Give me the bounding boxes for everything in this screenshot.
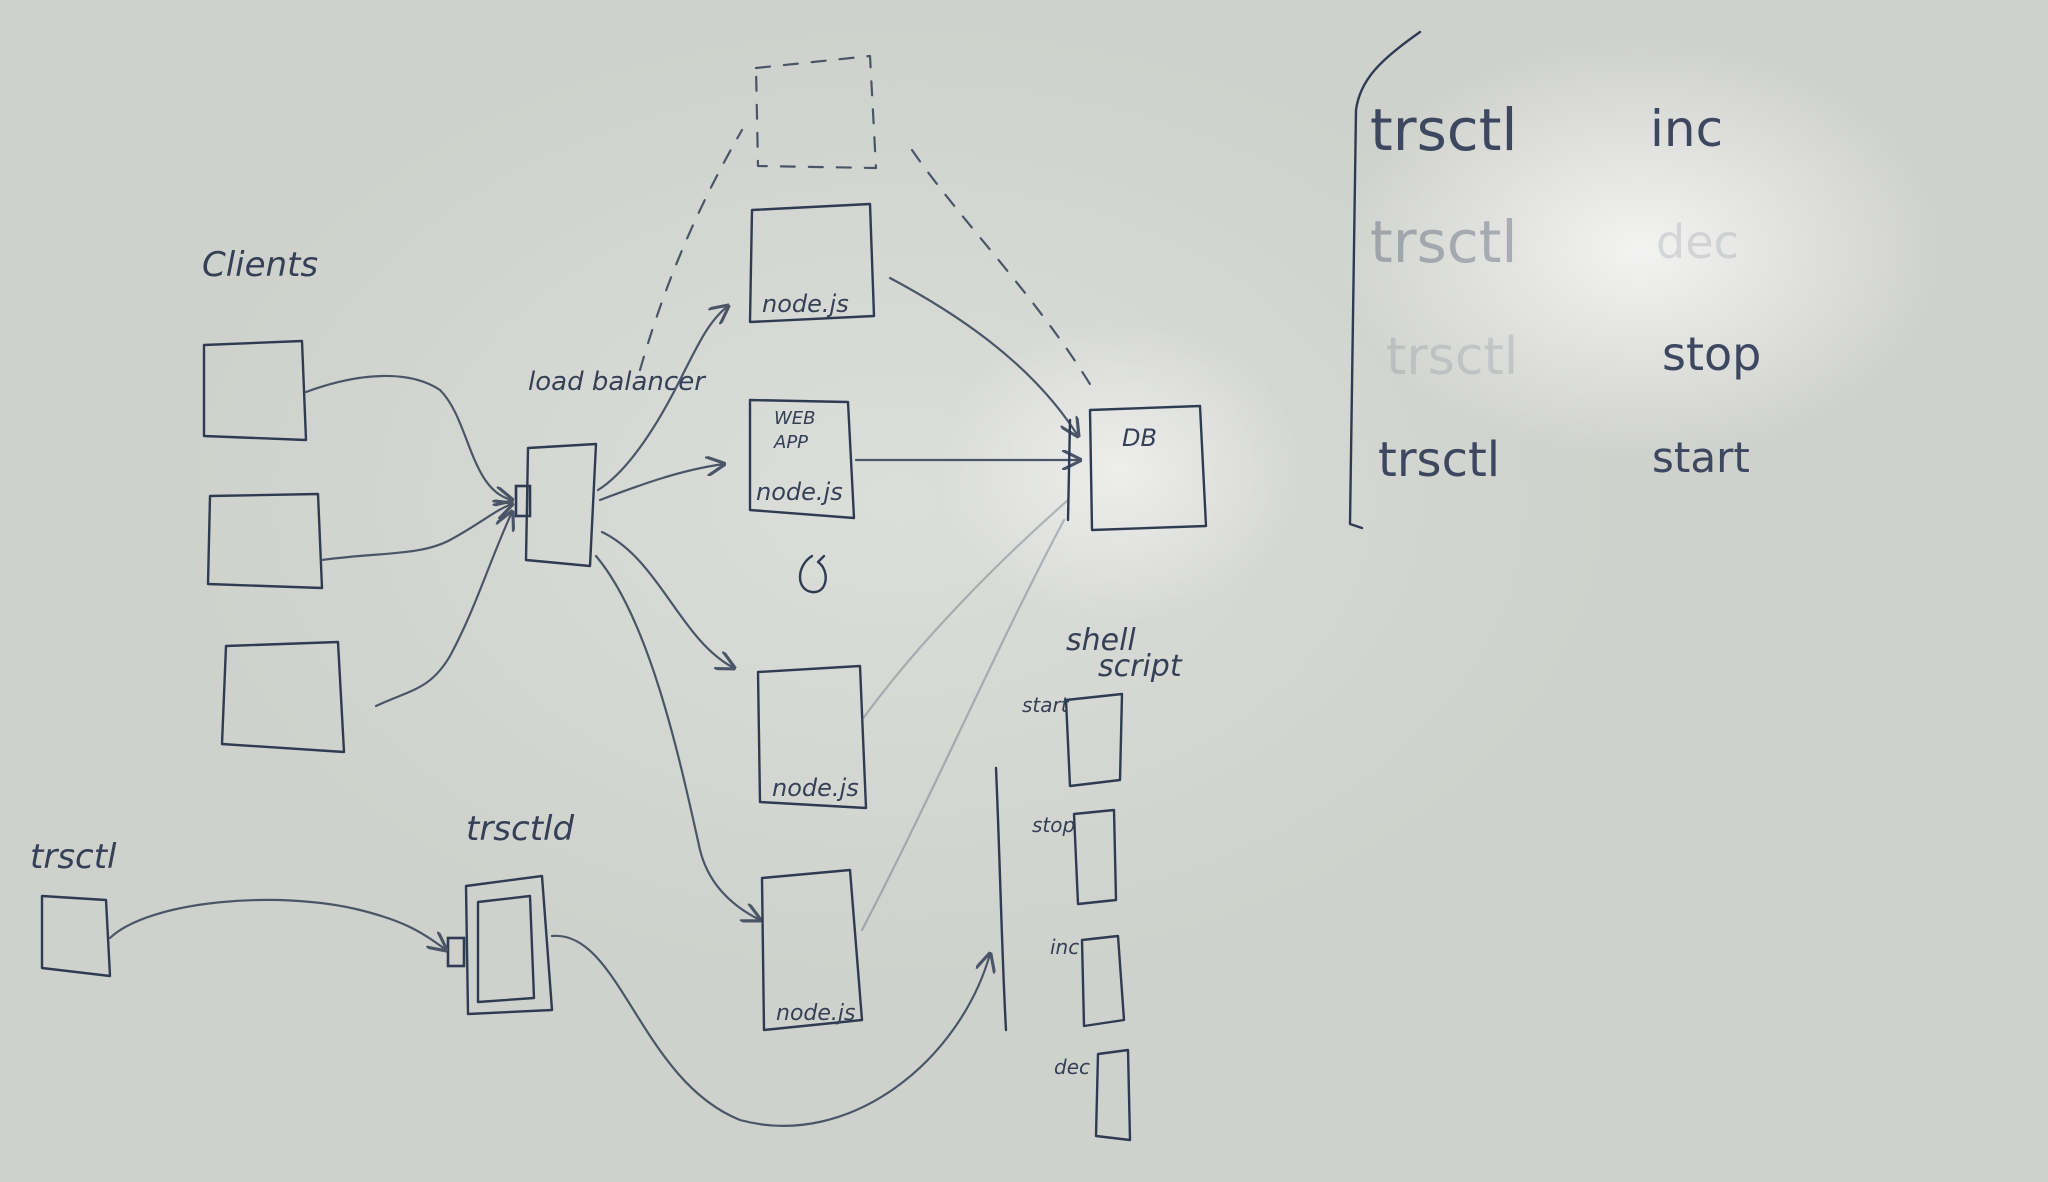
client-1-connection (304, 374, 512, 500)
trsctld-inner-box (476, 894, 536, 1004)
node-top-label: node.js (762, 290, 849, 318)
script-start-label: start (1022, 693, 1070, 717)
cmd-4-arg: start (1652, 433, 1750, 482)
load-balancer-box (524, 442, 598, 568)
node-lower-to-db (860, 498, 1070, 722)
db-port-line (1066, 418, 1072, 522)
node-bottom-box (760, 868, 864, 1032)
cmd-1-name: trsctl (1370, 96, 1518, 164)
trsctl-label: trsctl (30, 837, 117, 877)
webapp-label-line2: APP (773, 432, 808, 453)
clients-label: Clients (202, 245, 318, 285)
lb-to-webapp (598, 464, 724, 502)
script-inc-box (1080, 934, 1126, 1028)
scale-out-dashed-link-left (638, 128, 744, 372)
db-box (1088, 404, 1208, 532)
lb-to-node-lower (600, 530, 734, 668)
node-bottom-label: node.js (776, 1001, 855, 1026)
cmd-2-arg: dec (1656, 215, 1739, 269)
script-stop-label: stop (1032, 813, 1075, 837)
lb-to-node-top (596, 306, 728, 492)
webapp-box (748, 398, 856, 520)
cmd-1-arg: inc (1650, 100, 1723, 158)
load-balancer-label: load balancer (528, 367, 707, 397)
client-box-3 (220, 640, 346, 754)
commands-bracket (1348, 30, 1422, 530)
cmd-3-name: trsctl (1386, 327, 1518, 387)
client-box-2 (206, 492, 324, 590)
webapp-node-label: node.js (756, 478, 843, 506)
node-top-to-db (888, 276, 1078, 436)
scale-out-placeholder-box (754, 54, 878, 170)
load-balancer-port (514, 484, 532, 518)
shell-script-label-line2: script (1098, 649, 1183, 684)
client-3-connection (374, 512, 512, 708)
script-dec-box (1094, 1048, 1132, 1142)
node-lower-box (756, 664, 868, 810)
trsctld-outer-box (464, 874, 554, 1016)
script-inc-label: inc (1050, 935, 1079, 959)
db-label: DB (1122, 424, 1157, 452)
webapp-label-line1: WEB (774, 408, 816, 429)
node-top-box (748, 202, 876, 324)
client-box-1 (202, 339, 308, 442)
trsctl-box (40, 894, 112, 978)
node-bottom-to-db (860, 518, 1066, 932)
scripts-bracket (994, 766, 1008, 1032)
client-2-connection (320, 504, 512, 562)
node-lower-label: node.js (772, 774, 859, 802)
cmd-4-name: trsctl (1378, 432, 1500, 488)
scale-out-dashed-link-right (910, 148, 1098, 396)
trsctl-to-trsctld (108, 898, 446, 950)
shell-script-label-line1: shell (1066, 623, 1136, 658)
cmd-3-arg: stop (1662, 327, 1761, 381)
trsctld-label: trsctld (466, 809, 574, 849)
cmd-2-name: trsctl (1370, 208, 1518, 276)
trsctld-to-scripts (550, 934, 990, 1127)
trsctld-port (446, 936, 466, 968)
refresh-icon (798, 554, 827, 594)
script-dec-label: dec (1054, 1055, 1090, 1079)
lb-to-node-bottom (594, 554, 760, 920)
script-stop-box (1072, 808, 1118, 906)
script-start-box (1064, 692, 1124, 788)
